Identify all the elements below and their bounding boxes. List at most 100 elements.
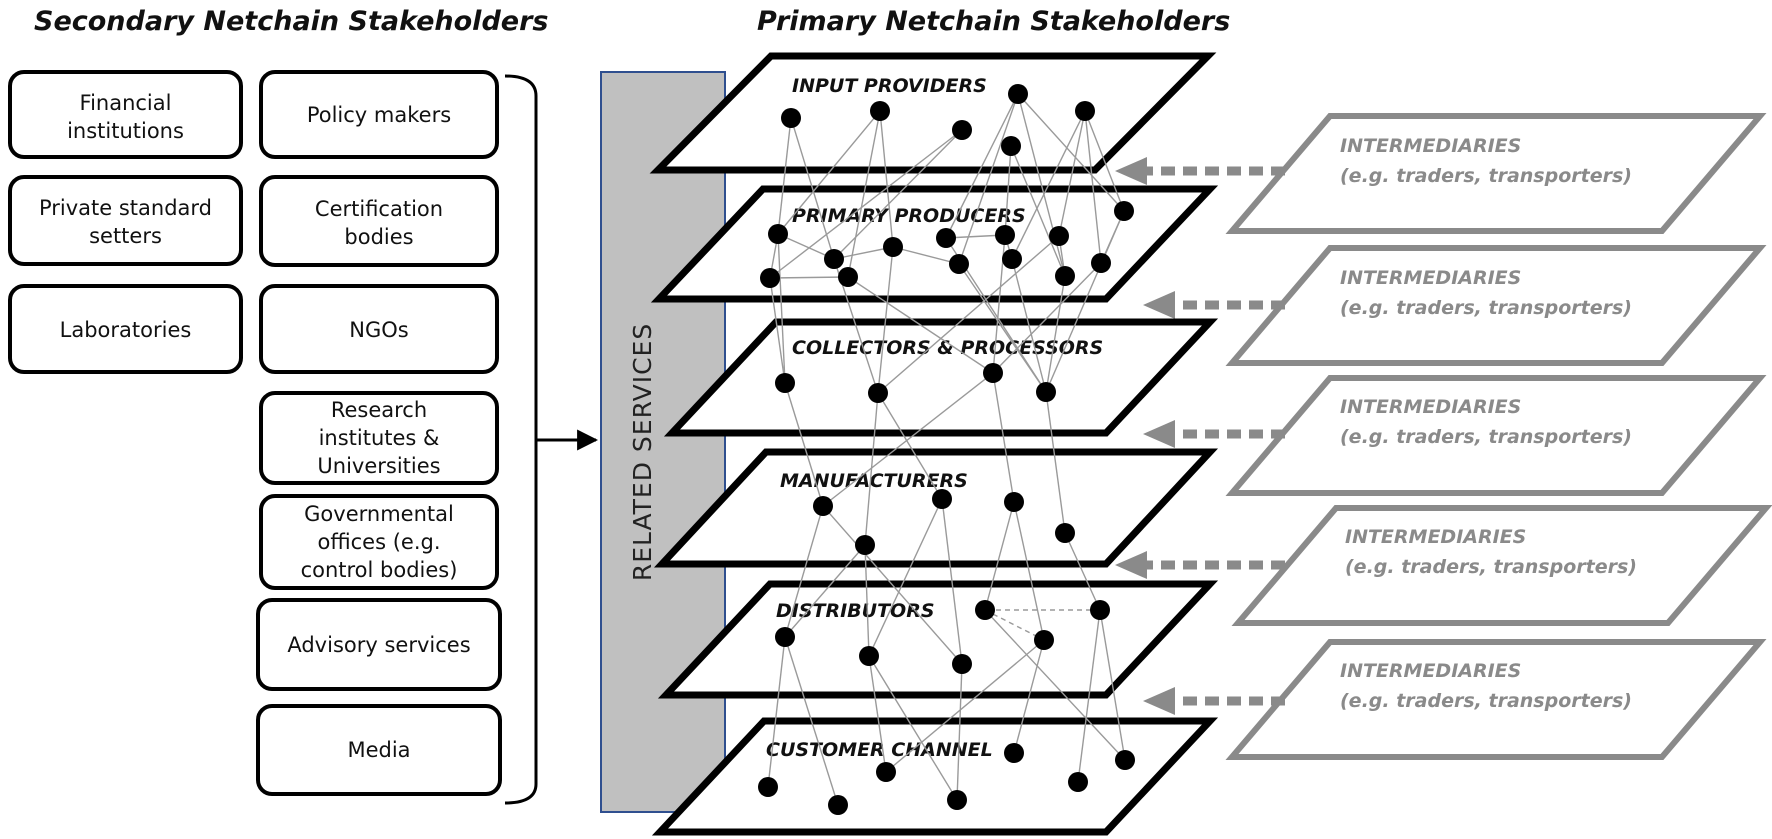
secondary-heading: Secondary Netchain Stakeholders bbox=[34, 6, 548, 37]
layer-plane bbox=[663, 318, 1219, 437]
network-node bbox=[1068, 772, 1088, 792]
label-line: setters bbox=[89, 224, 162, 248]
intermediary-subtitle: (e.g. traders, transporters) bbox=[1345, 556, 1637, 578]
network-edge bbox=[879, 110, 897, 248]
network-edge bbox=[783, 505, 824, 638]
network-edge bbox=[957, 93, 1019, 265]
layer-label: DISTRIBUTORS bbox=[776, 600, 935, 622]
network-edge bbox=[992, 372, 1017, 503]
network-node bbox=[758, 777, 778, 797]
primary-heading: Primary Netchain Stakeholders bbox=[757, 6, 1230, 37]
network-node bbox=[1091, 253, 1111, 273]
intermediary-arrowhead bbox=[1143, 687, 1175, 715]
network-edge bbox=[764, 636, 786, 788]
network-node bbox=[768, 224, 788, 244]
network-edge bbox=[784, 382, 825, 507]
network-edge bbox=[958, 263, 1047, 393]
stakeholder-box-advisory-services bbox=[256, 598, 502, 691]
network-edge bbox=[1064, 532, 1101, 611]
network-edge bbox=[892, 246, 960, 267]
intermediary-5: INTERMEDIARIES (e.g. traders, transporte… bbox=[1143, 639, 1767, 760]
label-line: control bodies) bbox=[301, 558, 458, 582]
intermediary-arrowhead bbox=[1115, 551, 1147, 579]
layer-plane bbox=[653, 448, 1219, 568]
network-edge bbox=[861, 392, 879, 546]
network-edge bbox=[868, 498, 943, 657]
network-node bbox=[995, 225, 1015, 245]
network-node bbox=[1114, 201, 1134, 221]
layer-customer-channel: CUSTOMER CHANNEL bbox=[651, 717, 1219, 836]
label-line: Private standard bbox=[39, 196, 212, 220]
network-node bbox=[775, 627, 795, 647]
related-services-label: RELATED SERVICES bbox=[628, 323, 657, 581]
network-node bbox=[781, 108, 801, 128]
network-edge bbox=[777, 233, 789, 384]
network-edge bbox=[992, 262, 1102, 374]
network-node bbox=[1036, 382, 1056, 402]
network-node bbox=[859, 646, 879, 666]
intermediaries: INTERMEDIARIES (e.g. traders, transporte… bbox=[1115, 113, 1772, 760]
network-node bbox=[883, 237, 903, 257]
network-edge bbox=[877, 235, 1060, 394]
layer-label: INPUT PROVIDERS bbox=[792, 75, 987, 97]
network-node bbox=[828, 795, 848, 815]
network-node bbox=[952, 120, 972, 140]
network-node bbox=[1008, 84, 1028, 104]
network-edge bbox=[1084, 110, 1105, 264]
network-node bbox=[1001, 136, 1021, 156]
label-line: institutes & bbox=[319, 426, 440, 450]
network-node bbox=[760, 268, 780, 288]
layer-label: PRIMARY PRODUCERS bbox=[792, 205, 1026, 227]
network-node bbox=[1034, 630, 1054, 650]
stakeholder-box-governmental-offices bbox=[259, 494, 499, 590]
layer-distributors: DISTRIBUTORS bbox=[657, 580, 1219, 699]
network-edge bbox=[833, 244, 894, 260]
label-line: institutions bbox=[67, 119, 184, 143]
network-edge bbox=[868, 655, 890, 773]
label-line: Certification bbox=[315, 197, 443, 221]
layer-plane bbox=[657, 580, 1219, 699]
related-services-bar bbox=[600, 71, 726, 813]
intermediary-shape bbox=[1225, 375, 1767, 496]
stakeholder-box-private-standard-setters bbox=[8, 175, 243, 266]
network-edge bbox=[1001, 145, 1012, 236]
network-node bbox=[775, 373, 795, 393]
label-line: offices (e.g. bbox=[317, 530, 440, 554]
network-edge bbox=[769, 277, 789, 384]
network-edge bbox=[822, 372, 994, 507]
network-edge bbox=[1084, 110, 1126, 212]
network-node bbox=[1055, 523, 1075, 543]
network-edge-dashed bbox=[984, 609, 1045, 641]
stakeholder-box-certification-bodies bbox=[259, 175, 499, 267]
intermediary-4: INTERMEDIARIES (e.g. traders, transporte… bbox=[1115, 505, 1772, 626]
network-node bbox=[1055, 266, 1075, 286]
network-node bbox=[870, 101, 890, 121]
intermediary-subtitle: (e.g. traders, transporters) bbox=[1340, 690, 1632, 712]
network-edge bbox=[864, 544, 873, 657]
intermediary-2: INTERMEDIARIES (e.g. traders, transporte… bbox=[1143, 245, 1767, 366]
network-node bbox=[1075, 101, 1095, 121]
network-edge bbox=[1074, 609, 1101, 783]
stakeholder-label: Policy makers bbox=[307, 103, 451, 127]
network-edge bbox=[1011, 639, 1045, 754]
intermediary-title: INTERMEDIARIES bbox=[1345, 526, 1526, 548]
network-edge bbox=[1011, 110, 1086, 260]
network-edge bbox=[790, 117, 836, 260]
stakeholder-label: NGOs bbox=[349, 318, 408, 342]
network-node bbox=[975, 600, 995, 620]
layer-label: MANUFACTURERS bbox=[780, 470, 968, 492]
intermediary-arrowhead bbox=[1143, 291, 1175, 319]
network-edge bbox=[1043, 275, 1066, 393]
stakeholder-box-financial-institutions bbox=[8, 70, 243, 159]
intermediary-title: INTERMEDIARIES bbox=[1340, 135, 1521, 157]
network-edge bbox=[868, 655, 958, 801]
stakeholder-label: Media bbox=[347, 738, 410, 762]
intermediary-shape bbox=[1231, 505, 1772, 626]
network-edge bbox=[945, 93, 1019, 239]
